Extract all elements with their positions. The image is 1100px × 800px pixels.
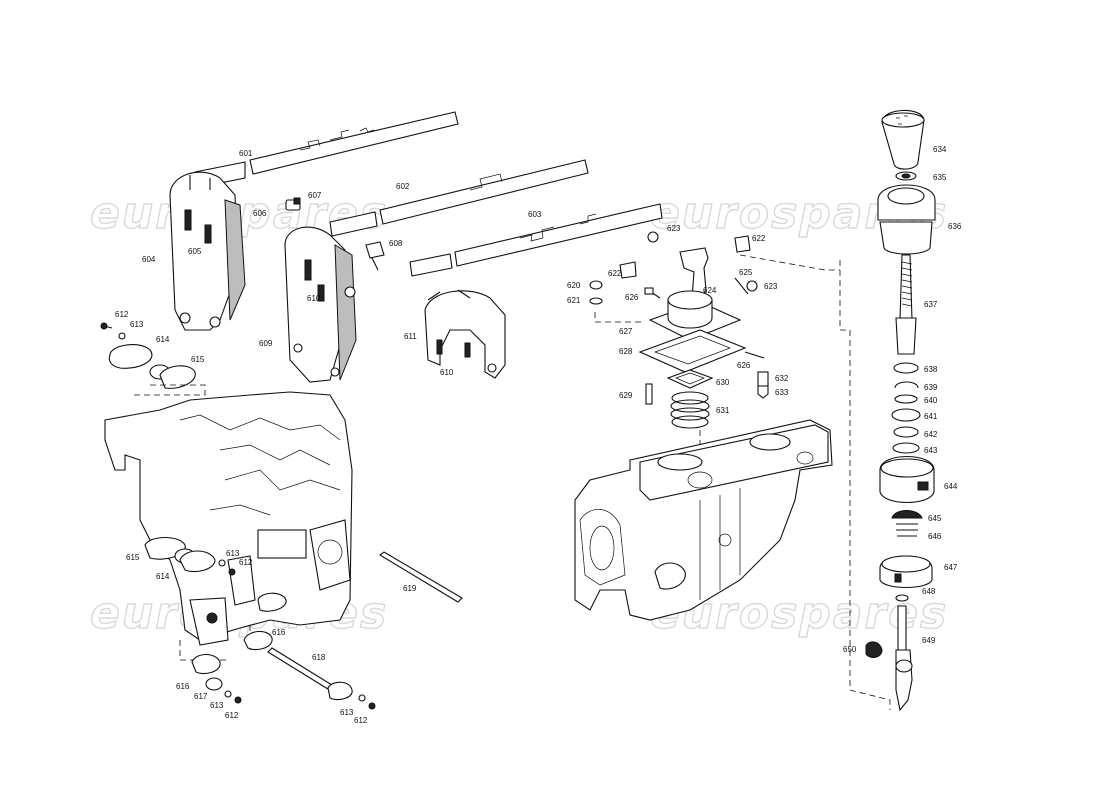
pin-629 [645,383,653,405]
label-633: 633 [775,388,789,397]
plate-630 [666,369,714,389]
selector-rail-602 [329,159,589,237]
gear-lever-assembly [739,109,936,712]
label-626a: 626 [625,293,639,302]
selector-fork-604 [169,171,246,331]
label-627: 627 [619,327,633,336]
selector-fork-609 [284,226,357,383]
label-612b: 612 [239,558,253,567]
label-622b: 622 [752,234,766,243]
gearbox-housing-left [104,384,353,661]
label-607: 607 [308,191,322,200]
label-616b: 616 [176,682,190,691]
screw-608 [365,241,385,271]
label-606: 606 [253,209,267,218]
label-619: 619 [403,584,417,593]
label-610a: 610 [307,294,321,303]
label-626b: 626 [737,361,751,370]
label-605: 605 [188,247,202,256]
label-615b: 615 [126,553,140,562]
label-645: 645 [928,514,942,523]
label-643: 643 [924,446,938,455]
label-648: 648 [922,587,936,596]
label-623b: 623 [764,282,778,291]
label-614b: 614 [156,572,170,581]
gasket-628 [638,329,747,373]
cover-plate-upper-left [100,322,196,389]
label-631: 631 [716,406,730,415]
label-647: 647 [944,563,958,572]
part-labels: 601 602 603 604 605 606 607 608 609 610 … [115,145,962,725]
label-642: 642 [924,430,938,439]
cover-plate-616 [191,653,242,704]
label-625: 625 [739,268,753,277]
label-646: 646 [928,532,942,541]
label-622a: 622 [608,269,622,278]
label-644: 644 [944,482,958,491]
label-620: 620 [567,281,581,290]
shift-lever-bracket-624 [589,231,758,305]
selector-fork-611 [424,289,506,379]
shaft-618 [267,647,376,710]
label-636: 636 [948,222,962,231]
label-634: 634 [933,145,947,154]
label-601: 601 [239,149,253,158]
label-649: 649 [922,636,936,645]
label-641: 641 [924,412,938,421]
label-614a: 614 [156,335,170,344]
label-611: 611 [404,332,417,341]
label-650: 650 [843,645,857,654]
label-638: 638 [924,365,938,374]
label-637: 637 [924,300,938,309]
label-617: 617 [194,692,208,701]
label-613d: 613 [340,708,354,717]
label-630: 630 [716,378,730,387]
label-608: 608 [389,239,403,248]
label-602: 602 [396,182,410,191]
label-609: 609 [259,339,273,348]
label-621: 621 [567,296,581,305]
cover-plate-lower-left [144,536,287,651]
label-604: 604 [142,255,156,264]
spring-631 [670,391,710,429]
selector-rail-603 [409,203,663,277]
pin-619 [379,551,463,603]
label-613a: 613 [130,320,144,329]
label-623a: 623 [667,224,681,233]
label-616a: 616 [272,628,286,637]
label-613c: 613 [210,701,224,710]
label-618: 618 [312,653,326,662]
label-603: 603 [528,210,542,219]
label-632: 632 [775,374,789,383]
label-639: 639 [924,383,938,392]
label-610b: 610 [440,368,454,377]
label-629: 629 [619,391,633,400]
pin-626b [744,351,765,359]
bolt-606-607 [285,197,301,211]
label-613b: 613 [226,549,240,558]
selector-rail-601 [194,111,459,189]
label-628: 628 [619,347,633,356]
plug-632-633 [757,371,769,399]
label-612d: 612 [354,716,368,725]
guide-plate-627 [648,290,742,341]
label-635: 635 [933,173,947,182]
gearbox-housing-right [574,312,833,621]
label-615a: 615 [191,355,205,364]
label-640: 640 [924,396,938,405]
label-612c: 612 [225,711,239,720]
label-612a: 612 [115,310,129,319]
label-624: 624 [703,286,717,295]
